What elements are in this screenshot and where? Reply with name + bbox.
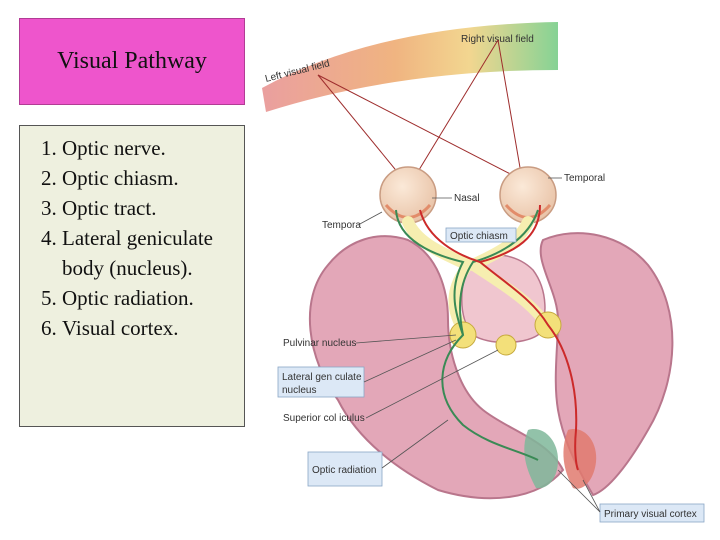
temporal-left-label: Tempora (322, 220, 361, 231)
primary-visual-cortex-label: Primary visual cortex (604, 509, 697, 520)
visual-field-band (262, 22, 558, 112)
brain-left-hemisphere (308, 235, 565, 500)
visual-pathway-diagram: Left visual field Right visual field (258, 0, 720, 540)
visual-cortex-right (563, 429, 597, 489)
lgn-label-line2: nucleus (282, 385, 316, 396)
brain-right-hemisphere (539, 232, 674, 497)
list-item: Optic nerve. (62, 133, 236, 163)
left-eye (379, 166, 437, 224)
title-box: Visual Pathway (19, 18, 245, 105)
nasal-label: Nasal (454, 193, 480, 204)
temporal-right-label: Temporal (564, 173, 605, 184)
optic-chiasm-label-box (445, 227, 517, 243)
primary-visual-cortex-label-box (599, 503, 705, 523)
right-visual-field-label: Right visual field (461, 34, 534, 45)
lgn-label-box (277, 366, 365, 398)
green-pathway (395, 209, 539, 461)
optic-chiasm-label: Optic chiasm (450, 231, 508, 242)
pathway-list: Optic nerve. Optic chiasm. Optic tract. … (20, 126, 244, 343)
list-item: Optic radiation. (62, 283, 236, 313)
lgn-label-line1: Lateral gen culate (282, 372, 362, 383)
list-item: Lateral geniculate body (nucleus). (62, 223, 236, 283)
superior-colliculus-label: Superior col iculus (283, 413, 365, 424)
visual-cortex-left (524, 429, 558, 489)
pulvinar-label: Pulvinar nucleus (283, 338, 356, 349)
optic-radiation-label-box (307, 451, 383, 487)
pathway-list-box: Optic nerve. Optic chiasm. Optic tract. … (19, 125, 245, 427)
red-pathway-nasal (419, 209, 481, 263)
list-item: Optic tract. (62, 193, 236, 223)
right-eye (499, 166, 557, 224)
diagram-svg: Left visual field Right visual field (262, 22, 705, 523)
superior-colliculus (495, 334, 517, 356)
slide-title: Visual Pathway (57, 48, 207, 74)
green-pathway-nasal (459, 209, 539, 336)
field-projection-lines (317, 39, 527, 189)
list-item: Visual cortex. (62, 313, 236, 343)
optic-tract-right (467, 259, 549, 326)
optic-radiation-label: Optic radiation (312, 465, 376, 476)
red-pathway (477, 204, 579, 471)
list-item: Optic chiasm. (62, 163, 236, 193)
